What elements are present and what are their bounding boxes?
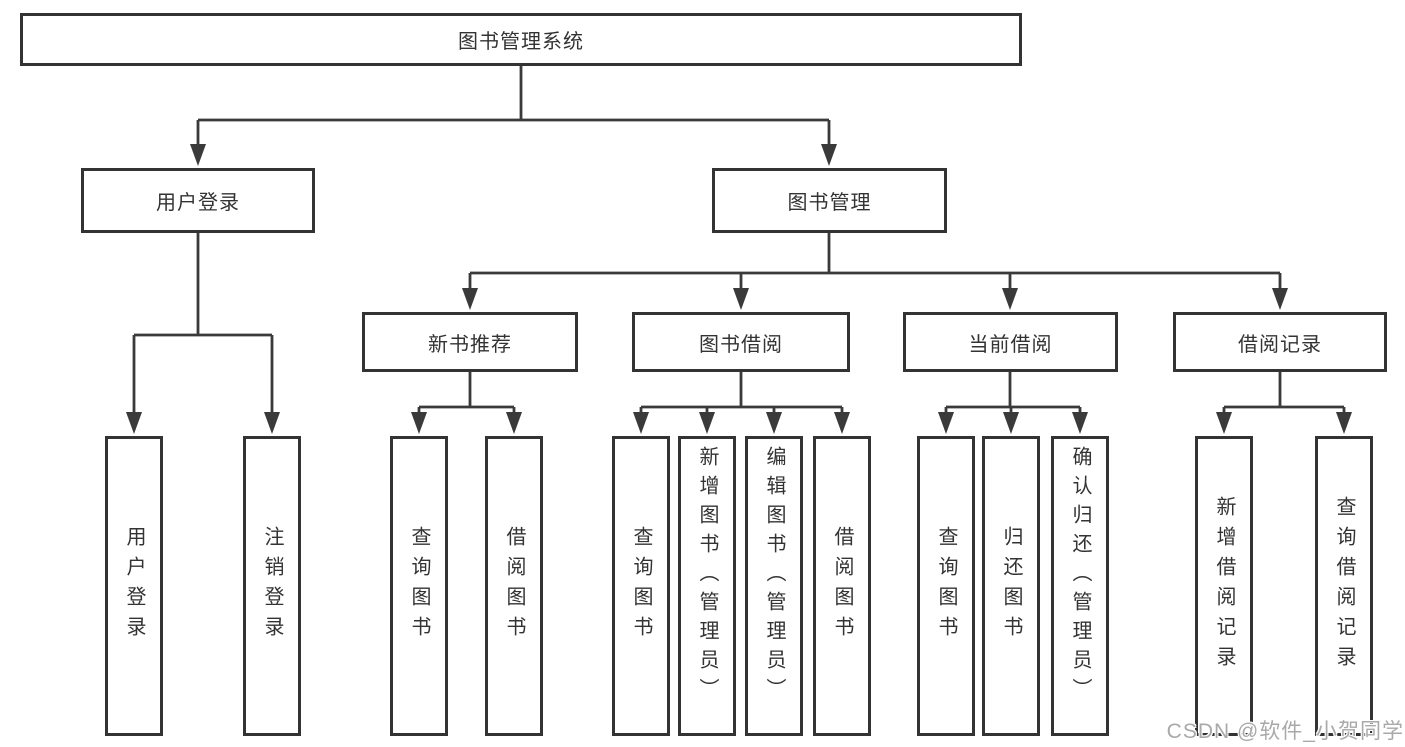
leaf-borrow-books-2-label: 借阅图书: [831, 526, 853, 646]
leaf-add-borrow-record: 新增借阅记录: [1195, 436, 1253, 736]
leaf-query-books-1-label: 查询图书: [408, 526, 430, 646]
leaf-query-books-1: 查询图书: [390, 436, 448, 736]
node-book-management-label: 图书管理: [787, 192, 872, 214]
leaf-edit-book-admin: 编辑图书（管理员）: [745, 436, 803, 736]
leaf-logout-label: 注销登录: [261, 526, 283, 646]
tree-edges: [132, 66, 1346, 418]
node-user-login: 用户登录: [81, 168, 315, 233]
leaf-query-books-3-label: 查询图书: [935, 526, 957, 646]
node-new-book-recommend-label: 新书推荐: [428, 333, 512, 356]
leaf-borrow-books-1: 借阅图书: [485, 436, 543, 736]
csdn-watermark: CSDN @软件_小贺同学: [1166, 720, 1404, 743]
node-root: 图书管理系统: [20, 13, 1022, 66]
leaf-user-login: 用户登录: [105, 436, 163, 736]
leaf-query-borrow-record-label: 查询借阅记录: [1333, 496, 1355, 676]
leaf-add-borrow-record-label: 新增借阅记录: [1213, 496, 1235, 676]
leaf-add-book-admin: 新增图书（管理员）: [678, 436, 736, 736]
node-book-management: 图书管理: [712, 168, 947, 233]
leaf-confirm-return-admin: 确认归还（管理员）: [1051, 436, 1109, 736]
node-new-book-recommend: 新书推荐: [362, 312, 578, 372]
leaf-user-login-label: 用户登录: [123, 526, 145, 646]
leaf-return-book-label: 归还图书: [1000, 526, 1022, 646]
arrowheads: [126, 144, 1352, 434]
leaf-borrow-books-1-label: 借阅图书: [503, 526, 525, 646]
node-current-borrow: 当前借阅: [903, 312, 1118, 372]
node-current-borrow-label: 当前借阅: [968, 333, 1053, 356]
leaf-query-borrow-record: 查询借阅记录: [1315, 436, 1373, 736]
leaf-confirm-return-admin-label: 确认归还（管理员）: [1069, 446, 1091, 707]
node-user-login-label: 用户登录: [156, 192, 240, 214]
leaf-add-book-admin-label: 新增图书（管理员）: [696, 446, 718, 707]
node-borrow-records: 借阅记录: [1173, 312, 1387, 372]
node-book-borrow: 图书借阅: [632, 312, 850, 372]
node-borrow-records-label: 借阅记录: [1238, 333, 1322, 356]
leaf-return-book: 归还图书: [982, 436, 1040, 736]
leaf-borrow-books-2: 借阅图书: [813, 436, 871, 736]
leaf-edit-book-admin-label: 编辑图书（管理员）: [763, 446, 785, 707]
leaf-query-books-2: 查询图书: [612, 436, 670, 736]
leaf-logout: 注销登录: [243, 436, 301, 736]
leaf-query-books-3: 查询图书: [917, 436, 975, 736]
node-root-label: 图书管理系统: [458, 31, 584, 53]
leaf-query-books-2-label: 查询图书: [630, 526, 652, 646]
node-book-borrow-label: 图书借阅: [699, 333, 783, 356]
